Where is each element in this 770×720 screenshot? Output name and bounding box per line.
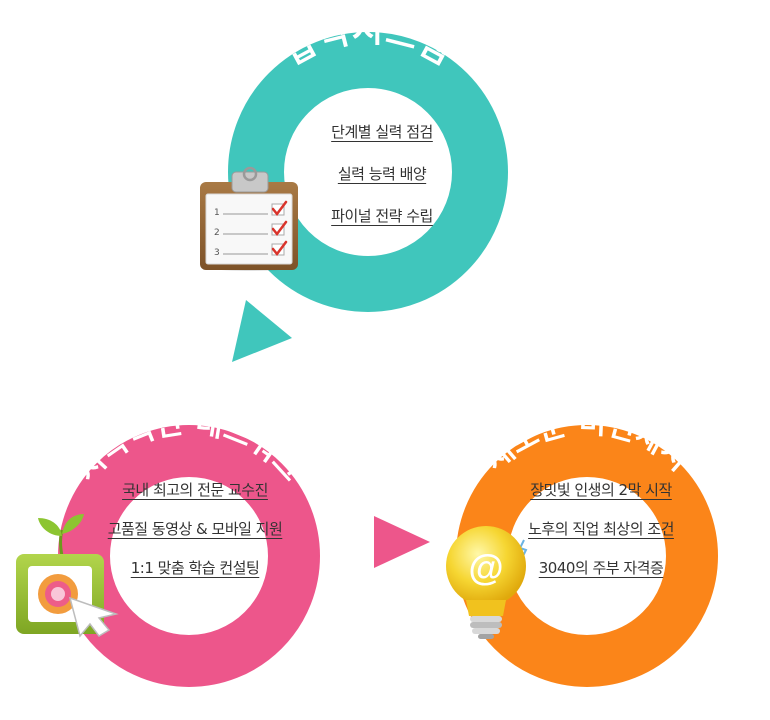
list-item[interactable]: 1:1 맞춤 학습 컨설팅	[130, 559, 260, 577]
checklist-number-3: 3	[214, 248, 220, 258]
checkbox-checked-icon	[271, 200, 288, 217]
plant-target-cursor-icon	[16, 514, 119, 638]
checklist-number-1: 1	[214, 208, 220, 218]
list-item[interactable]: 노후의 직업 최상의 조건	[528, 520, 674, 538]
checkbox-checked-icon	[271, 240, 288, 257]
list-item[interactable]: 단계별 실력 점검	[331, 123, 433, 141]
lightbulb-at-icon: @	[446, 526, 528, 639]
list-item[interactable]: 국내 최고의 전문 교수진	[122, 481, 268, 499]
list-item[interactable]: 실력 능력 배양	[337, 165, 427, 183]
at-symbol: @	[468, 547, 503, 588]
list-item[interactable]: 장밋빛 인생의 2막 시작	[530, 481, 672, 499]
clipboard-checklist-icon: 1 2 3	[200, 166, 298, 271]
list-item[interactable]: 파이널 전략 수립	[331, 207, 433, 225]
checklist-number-2: 2	[214, 228, 220, 238]
checkbox-checked-icon	[271, 220, 288, 237]
list-item[interactable]: 고품질 동영상 & 모바일 지원	[107, 520, 283, 538]
list-item[interactable]: 3040의 주부 자격증	[538, 559, 664, 577]
arrow-pink-to-orange-icon	[374, 516, 430, 568]
arrow-teal-to-pink-icon	[232, 300, 292, 362]
